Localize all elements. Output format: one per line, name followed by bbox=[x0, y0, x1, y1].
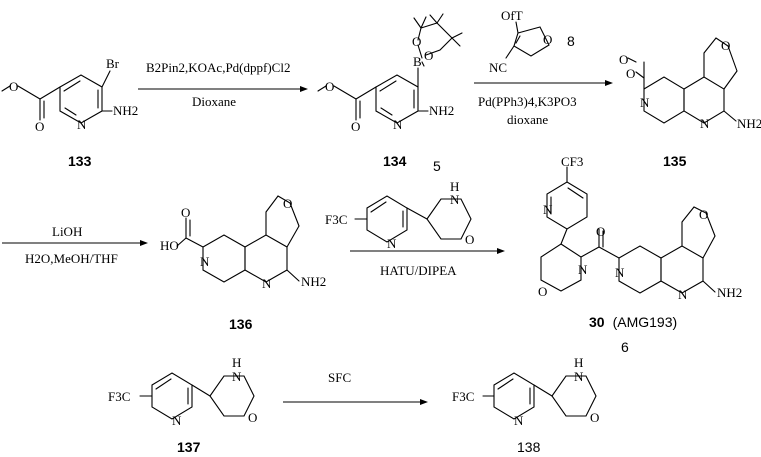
atom-N: N bbox=[700, 116, 710, 131]
step2-reagents-bottom-1: Pd(PPh3)4,K3PO3 bbox=[478, 94, 577, 109]
atom-N: N bbox=[450, 192, 460, 207]
atom-HO: HO bbox=[160, 238, 179, 253]
compound-number-30: 30 (AMG193) bbox=[589, 314, 677, 331]
reagent-5-structure: F3C N H N O bbox=[325, 179, 474, 251]
atom-F3C: F3C bbox=[452, 389, 474, 404]
compound-133-structure: O O N Br NH2 bbox=[1, 56, 138, 134]
atom-N: N bbox=[232, 369, 242, 384]
atom-O: O bbox=[351, 119, 360, 134]
atom-O: O bbox=[181, 205, 190, 220]
atom-O: O bbox=[248, 410, 257, 425]
atom-H: H bbox=[450, 179, 459, 194]
atom-F3C: F3C bbox=[108, 389, 130, 404]
atom-Br: Br bbox=[106, 56, 120, 71]
atom-N: N bbox=[77, 117, 87, 132]
compound-number-6: 6 bbox=[621, 339, 629, 355]
atom-O: O bbox=[9, 79, 18, 94]
reagent-number-8: 8 bbox=[567, 33, 575, 49]
atom-N: N bbox=[678, 287, 688, 302]
atom-O: O bbox=[626, 66, 635, 81]
atom-B: B bbox=[413, 54, 422, 69]
compound-30-alias: (AMG193) bbox=[613, 314, 678, 330]
atom-O: O bbox=[699, 207, 708, 222]
atom-NH2: NH2 bbox=[113, 103, 138, 118]
atom-H: H bbox=[232, 355, 241, 370]
atom-N: N bbox=[200, 254, 210, 269]
atom-H: H bbox=[574, 355, 583, 370]
atom-N: N bbox=[387, 236, 397, 251]
atom-NH2: NH2 bbox=[429, 103, 454, 118]
atom-NH2: NH2 bbox=[301, 274, 326, 289]
atom-N: N bbox=[640, 95, 650, 110]
atom-CF3: CF3 bbox=[561, 154, 583, 169]
compound-135-structure: O O O N N NH2 bbox=[619, 37, 761, 131]
compound-136-structure: HO O O N N NH2 bbox=[160, 195, 326, 291]
reaction-arrowhead-step3 bbox=[140, 240, 148, 246]
atom-O: O bbox=[543, 32, 552, 47]
reaction-arrowhead-step4 bbox=[497, 248, 505, 254]
atom-F3C: F3C bbox=[325, 212, 347, 227]
atom-NC: NC bbox=[489, 60, 507, 75]
step4-reagents-bottom: HATU/DIPEA bbox=[380, 263, 457, 278]
atom-O: O bbox=[721, 38, 730, 53]
atom-N: N bbox=[514, 413, 524, 428]
step2-reagents-bottom-2: dioxane bbox=[507, 112, 548, 127]
compound-30-structure: CF3 N N O O O N N NH2 bbox=[538, 154, 742, 302]
atom-N: N bbox=[262, 276, 272, 291]
compound-number-135: 135 bbox=[663, 153, 687, 169]
step1-reagents-top: B2Pin2,KOAc,Pd(dppf)Cl2 bbox=[146, 60, 290, 75]
reaction-arrowhead-step2 bbox=[605, 80, 613, 86]
atom-N: N bbox=[172, 413, 182, 428]
compound-number-133: 133 bbox=[68, 153, 92, 169]
compound-number-138: 138 bbox=[517, 439, 541, 455]
compound-138-structure: F3C N H N O bbox=[452, 355, 599, 428]
atom-O: O bbox=[590, 410, 599, 425]
atom-O: O bbox=[325, 79, 334, 94]
atom-O: O bbox=[424, 48, 433, 63]
atom-N: N bbox=[578, 262, 588, 277]
reaction-arrowhead-step5 bbox=[420, 399, 428, 405]
atom-O: O bbox=[596, 224, 605, 239]
atom-O: O bbox=[465, 232, 474, 247]
atom-O: O bbox=[35, 119, 44, 134]
atom-N: N bbox=[574, 369, 584, 384]
atom-N: N bbox=[393, 117, 403, 132]
step5-reagents-top: SFC bbox=[328, 370, 351, 385]
step3-reagents-bottom: H2O,MeOH/THF bbox=[25, 251, 118, 266]
atom-O: O bbox=[619, 52, 628, 67]
compound-134-structure: O O N B O O NH2 bbox=[317, 13, 463, 134]
compound-number-136: 136 bbox=[229, 316, 253, 332]
atom-O: O bbox=[283, 196, 292, 211]
compound-137-structure: F3C N H N O bbox=[108, 355, 257, 428]
reaction-arrowhead-step1 bbox=[300, 86, 308, 92]
atom-N: N bbox=[615, 265, 625, 280]
compound-number-134: 134 bbox=[383, 153, 407, 169]
step1-reagents-bottom: Dioxane bbox=[192, 94, 236, 109]
atom-NH2: NH2 bbox=[717, 285, 742, 300]
atom-N: N bbox=[543, 202, 553, 217]
atom-OTf: OfT bbox=[501, 8, 523, 23]
compound-30-number: 30 bbox=[589, 314, 605, 330]
atom-O: O bbox=[412, 34, 421, 49]
atom-NH2: NH2 bbox=[737, 116, 761, 131]
atom-O: O bbox=[538, 284, 547, 299]
step3-reagents-top: LiOH bbox=[52, 224, 82, 239]
reagent-8-structure: OfT O NC bbox=[489, 8, 552, 75]
compound-number-137: 137 bbox=[177, 439, 201, 455]
reagent-number-5: 5 bbox=[433, 158, 441, 174]
